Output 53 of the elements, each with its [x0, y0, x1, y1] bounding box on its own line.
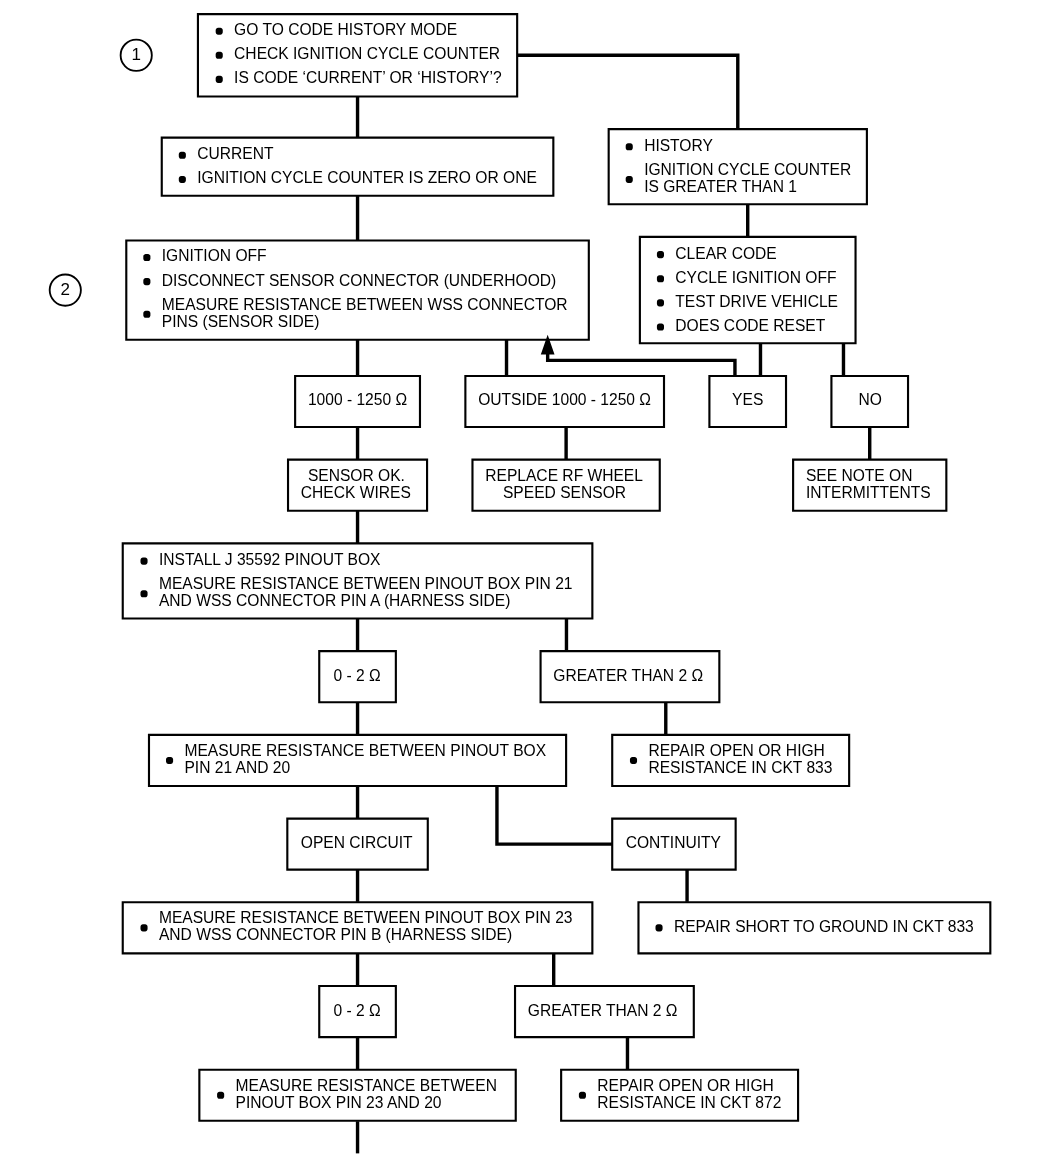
node-box: REPLACE RF WHEEL SPEED SENSOR — [470, 458, 661, 512]
node-box: 0 - 2 Ω — [317, 984, 397, 1039]
connector — [355, 96, 359, 137]
node-box: OPEN CIRCUIT — [285, 817, 429, 871]
connector — [504, 339, 508, 376]
node-box: 1000 - 1250 Ω — [293, 374, 421, 429]
connector — [758, 343, 762, 376]
node-box: SEE NOTE ON INTERMITTENTS — [791, 458, 947, 512]
connector — [684, 869, 689, 902]
connector — [355, 869, 359, 902]
node-box: CLEAR CODE CYCLE IGNITION OFF TEST DRIVE VEHICLE DOES CODE RESET — [638, 235, 857, 345]
node-box: HISTORY IGNITION CYCLE COUNTER IS GREATER THAN 1 — [607, 128, 868, 206]
node-box: REPAIR OPEN OR HIGH RESISTANCE IN CKT 833 — [610, 733, 850, 788]
node-box: GREATER THAN 2 Ω — [513, 984, 695, 1039]
connector — [355, 510, 359, 544]
connector — [355, 339, 359, 376]
node-box: 0 - 2 Ω — [317, 650, 397, 704]
connector — [517, 53, 739, 129]
node-box: REPAIR SHORT TO GROUND IN CKT 833 — [636, 901, 991, 955]
node-box: MEASURE RESISTANCE BETWEEN PINOUT BOX PIN 23 AND 20 — [197, 1068, 517, 1122]
connector — [355, 702, 359, 735]
connector — [355, 195, 359, 241]
connector — [355, 427, 359, 460]
connector — [494, 786, 612, 846]
connector — [355, 1037, 359, 1070]
node-box: CONTINUITY — [610, 817, 737, 871]
connector — [867, 427, 871, 460]
node-box: GO TO CODE HISTORY MODE CHECK IGNITION CYCLE COUNTER IS CODE ‘CURRENT’ OR ‘HISTORY’? — [196, 13, 518, 98]
node-box: NO — [829, 374, 909, 429]
node-box: YES — [707, 374, 787, 429]
node-box: IGNITION OFF DISCONNECT SENSOR CONNECTOR (UNDERHOOD) MEASURE RESISTANCE BETWEEN WSS CONNECTOR PINS (SENSOR SIDE) — [124, 239, 590, 341]
node-box: GREATER THAN 2 Ω — [539, 650, 720, 704]
connector — [564, 618, 568, 651]
connector — [563, 427, 568, 460]
node-label: 2 — [60, 279, 70, 299]
connector — [355, 953, 359, 986]
node-box: MEASURE RESISTANCE BETWEEN PINOUT BOX PIN 21 AND 20 — [147, 733, 567, 788]
connector — [625, 1037, 629, 1070]
arrow — [540, 334, 737, 376]
connector — [745, 204, 749, 237]
connector — [551, 953, 555, 986]
connector — [355, 786, 359, 819]
connector — [355, 618, 359, 651]
connector — [841, 343, 845, 376]
node-box: INSTALL J 35592 PINOUT BOX MEASURE RESISTANCE BETWEEN PINOUT BOX PIN 21 AND WSS CONNECTOR PIN A (HARNESS SIDE) — [121, 542, 593, 620]
connector — [355, 1121, 359, 1154]
node-box: OUTSIDE 1000 - 1250 Ω — [463, 374, 665, 429]
node-box: MEASURE RESISTANCE BETWEEN PINOUT BOX PIN 23 AND WSS CONNECTOR PIN B (HARNESS SIDE) — [121, 901, 593, 955]
node-box: REPAIR OPEN OR HIGH RESISTANCE IN CKT 872 — [559, 1068, 799, 1122]
connector — [663, 702, 667, 735]
node-label: 1 — [130, 44, 141, 64]
node-box: CURRENT IGNITION CYCLE COUNTER IS ZERO OR ONE — [160, 136, 554, 197]
node-box: SENSOR OK. CHECK WIRES — [286, 458, 428, 512]
